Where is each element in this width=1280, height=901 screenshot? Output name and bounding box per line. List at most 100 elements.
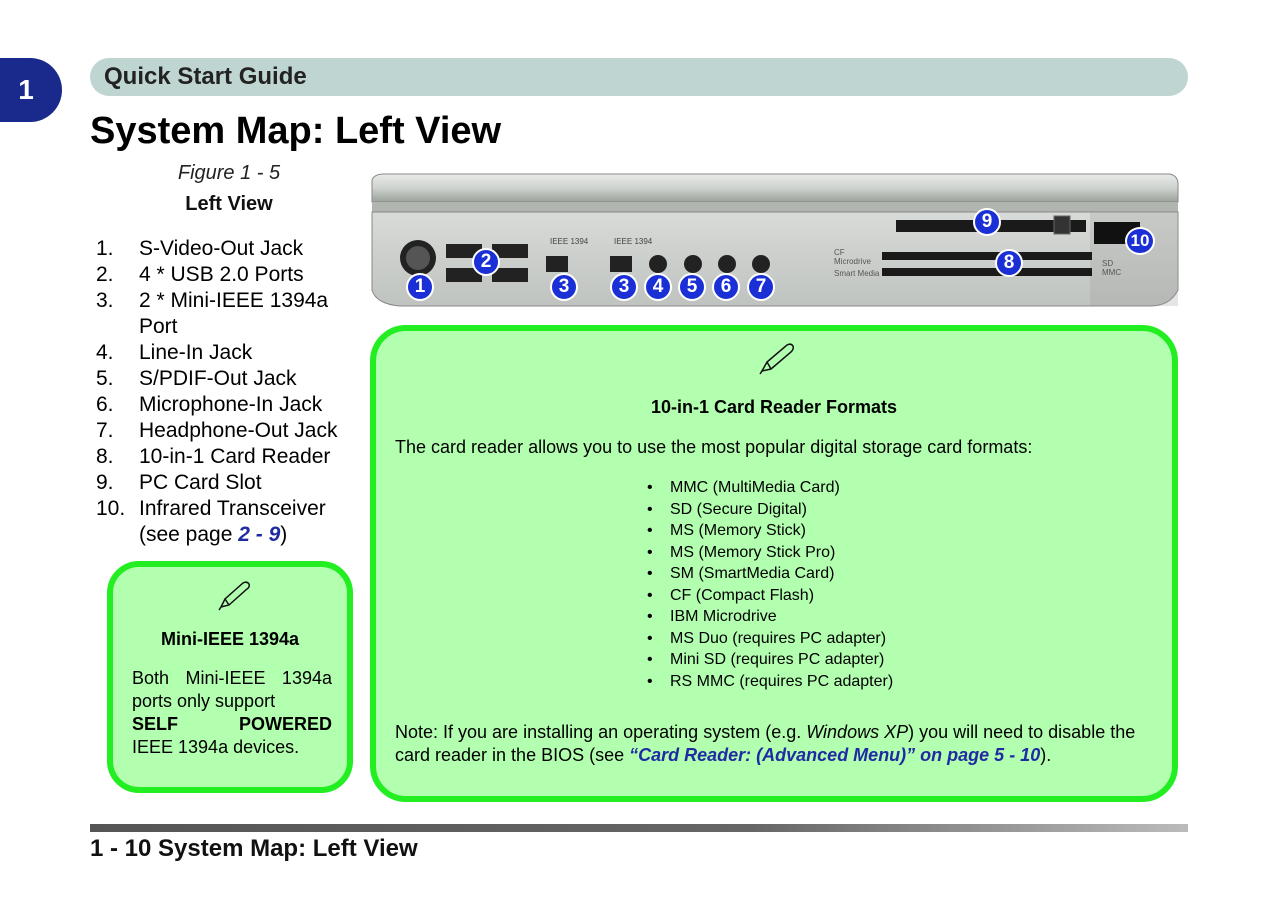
port-list: 1. S-Video-Out Jack 2. 4 * USB 2.0 Ports 3… [96, 236, 351, 548]
port-item: 3. 2 * Mini-IEEE 1394a Port [96, 288, 351, 340]
note-line: Both Mini-IEEE 1394a ports only support [132, 668, 332, 711]
note-text: ). [1040, 745, 1052, 765]
usb-port [446, 268, 482, 282]
ieee1394-port [610, 256, 632, 272]
note-line: IEEE 1394a devices. [132, 737, 300, 757]
figure-caption: Figure 1 - 5 [177, 162, 281, 184]
port-label: S-Video-Out Jack [139, 237, 304, 260]
list-item: MS (Memory Stick) [644, 520, 893, 542]
list-item: CF (Compact Flash) [644, 585, 893, 607]
ieee1394-port [546, 256, 568, 272]
os-name: Windows XP [806, 722, 909, 742]
audio-jack [649, 255, 667, 273]
callout-badge: 2 [472, 248, 500, 276]
sd-label: SD [1102, 259, 1113, 268]
port-label: 2 * Mini-IEEE 1394a Port [139, 289, 329, 338]
card-reader-slot [882, 252, 1092, 260]
port-num: 7. [96, 419, 114, 442]
port-label: Microphone-In Jack [139, 393, 323, 416]
list-item: SM (SmartMedia Card) [644, 563, 893, 585]
port-item: 1. S-Video-Out Jack [96, 236, 351, 262]
page-link-2-9[interactable]: 2 - 9 [238, 523, 281, 546]
section-header-title: Quick Start Guide [104, 63, 307, 90]
note-text: ) you will need to disable the card read… [395, 722, 1136, 765]
port-label: Line-In Jack [139, 341, 253, 364]
section-header: Quick Start Guide [90, 58, 1188, 96]
port-item: 9. PC Card Slot [96, 470, 351, 496]
note-bold-line: SELF POWERED [132, 713, 332, 736]
callout-badge: 9 [973, 208, 1001, 236]
port-item: 4. Line-In Jack [96, 340, 351, 366]
port-label: Infrared Transceiver [139, 497, 326, 520]
port-num: 2. [96, 263, 114, 286]
port-num: 10. [96, 497, 126, 520]
note-card-reader: 10-in-1 Card Reader Formats The card rea… [370, 325, 1178, 802]
audio-jack [752, 255, 770, 273]
bold-word: POWERED [238, 714, 332, 734]
callout-badge: 7 [747, 273, 775, 301]
list-item: MS (Memory Stick Pro) [644, 542, 893, 564]
card-format-list: MMC (MultiMedia Card) SD (Secure Digital… [644, 477, 893, 692]
laptop-illustration: IEEE 1394 IEEE 1394 CF Microdrive Smart … [371, 173, 1179, 307]
mmc-label: MMC [1102, 268, 1121, 277]
port-num: 9. [96, 471, 114, 494]
callout-badge: 5 [678, 273, 706, 301]
callout-badge: 3 [550, 273, 578, 301]
callout-badge: 6 [712, 273, 740, 301]
port-label: 10-in-1 Card Reader [139, 445, 331, 468]
port-item: 8. 10-in-1 Card Reader [96, 444, 351, 470]
chapter-tab: 1 [0, 58, 62, 122]
port-num: 3. [96, 289, 114, 312]
list-item: MS Duo (requires PC adapter) [644, 628, 893, 650]
usb-port [492, 268, 528, 282]
list-item: IBM Microdrive [644, 606, 893, 628]
note-mini-ieee: Mini-IEEE 1394a Both Mini-IEEE 1394a por… [107, 561, 353, 793]
see-page-suffix: ) [280, 523, 288, 546]
footer-rule [90, 824, 1188, 832]
note-body: Both Mini-IEEE 1394a ports only support … [132, 667, 332, 759]
port-item: 10. Infrared Transceiver (see page 2 - 9) [96, 496, 351, 548]
port-label: S/PDIF-Out Jack [139, 367, 297, 390]
microdrive-label: Microdrive [834, 257, 871, 266]
callout-badge: 8 [995, 249, 1023, 277]
page-title: System Map: Left View [90, 110, 502, 152]
list-item: SD (Secure Digital) [644, 499, 893, 521]
callout-badge: 1 [406, 273, 434, 301]
port-item: 7. Headphone-Out Jack [96, 418, 351, 444]
note-warning: Note: If you are installing an operating… [395, 721, 1160, 767]
note-text: Note: If you are installing an operating… [395, 722, 807, 742]
usb-port [492, 244, 528, 258]
footer-page-label: 1 - 10 System Map: Left View [90, 835, 418, 862]
list-item: RS MMC (requires PC adapter) [644, 671, 893, 693]
note-title: 10-in-1 Card Reader Formats [650, 397, 898, 417]
cf-label: CF [834, 248, 845, 257]
callout-badge: 10 [1125, 227, 1155, 255]
pen-icon [759, 343, 794, 375]
audio-jack [684, 255, 702, 273]
ieee-label: IEEE 1394 [550, 237, 589, 246]
callout-badge: 3 [610, 273, 638, 301]
port-item: 5. S/PDIF-Out Jack [96, 366, 351, 392]
port-num: 8. [96, 445, 114, 468]
note-title: Mini-IEEE 1394a [160, 629, 300, 649]
port-label: 4 * USB 2.0 Ports [139, 263, 304, 286]
figure-name: Left View [185, 193, 273, 215]
port-item: 2. 4 * USB 2.0 Ports [96, 262, 351, 288]
port-num: 4. [96, 341, 114, 364]
port-num: 1. [96, 237, 114, 260]
list-item: MMC (MultiMedia Card) [644, 477, 893, 499]
see-page-prefix: (see page [139, 523, 239, 546]
ieee-label: IEEE 1394 [614, 237, 653, 246]
pen-icon [218, 581, 250, 611]
smart-media-label: Smart Media [834, 269, 880, 278]
callout-badge: 4 [644, 273, 672, 301]
list-item: Mini SD (requires PC adapter) [644, 649, 893, 671]
page-link-5-10[interactable]: “Card Reader: (Advanced Menu)” on page 5… [629, 745, 1041, 765]
port-label: PC Card Slot [139, 471, 262, 494]
audio-jack [718, 255, 736, 273]
laptop-left-view-image: IEEE 1394 IEEE 1394 CF Microdrive Smart … [370, 172, 1180, 308]
port-label: Headphone-Out Jack [139, 419, 338, 442]
port-num: 5. [96, 367, 114, 390]
note-intro: The card reader allows you to use the mo… [395, 437, 1033, 457]
bold-word: SELF [132, 714, 179, 734]
